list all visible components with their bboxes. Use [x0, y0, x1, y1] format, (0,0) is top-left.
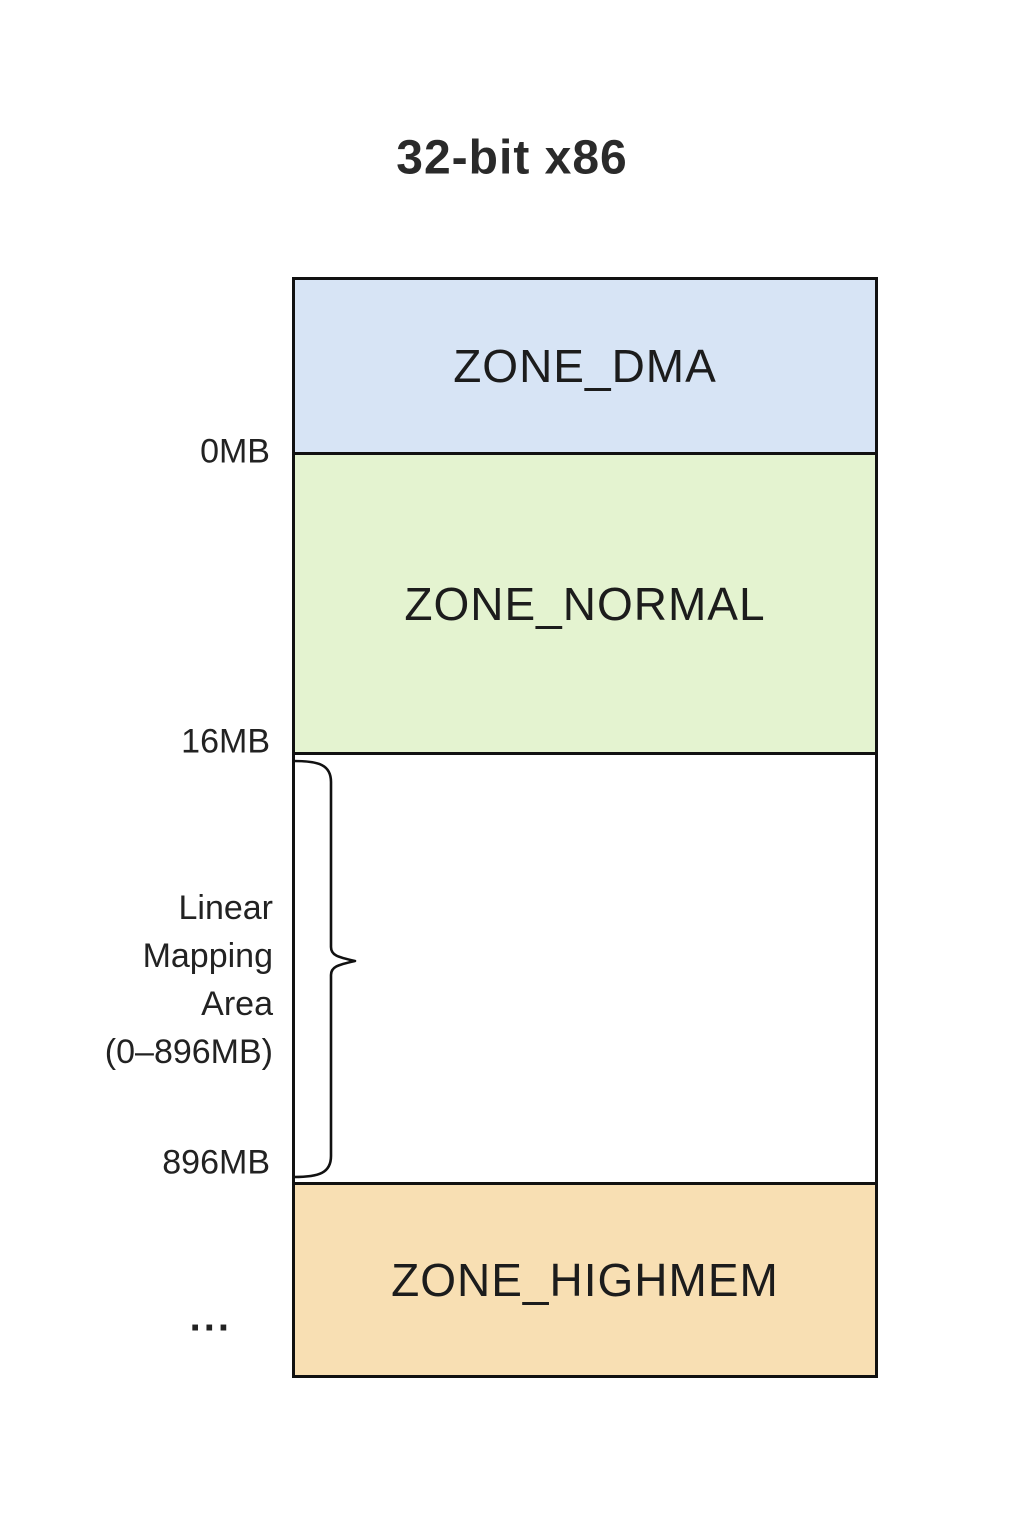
linear-mapping-line-4: (0–896MB): [104, 1033, 273, 1071]
zone-dma-label: ZONE_DMA: [453, 340, 717, 392]
diagram-title: 32-bit x86: [396, 131, 628, 185]
linear-mapping-line-3: Area: [201, 985, 273, 1023]
zone-normal-region: ZONE_NORMAL: [295, 455, 875, 755]
boundary-label-896mb: 896MB: [162, 1143, 270, 1182]
zone-highmem-label: ZONE_HIGHMEM: [391, 1254, 779, 1306]
zone-highmem-region: ZONE_HIGHMEM: [295, 1185, 875, 1375]
boundary-label-16mb: 16MB: [181, 722, 270, 761]
zone-dma-region: ZONE_DMA: [295, 280, 875, 455]
linear-mapping-line-2: Mapping: [142, 937, 273, 975]
boundary-label-0mb: 0MB: [200, 432, 270, 471]
memory-box: ZONE_DMA ZONE_NORMAL ZONE_HIGHMEM: [292, 277, 878, 1378]
linear-mapping-region: [295, 755, 875, 1185]
linear-mapping-line-1: Linear: [178, 889, 273, 927]
zone-normal-label: ZONE_NORMAL: [404, 577, 766, 630]
ellipsis-marker: ...: [189, 1295, 232, 1340]
linear-mapping-area-label: Linear Mapping Area (0–896MB): [40, 884, 273, 1076]
